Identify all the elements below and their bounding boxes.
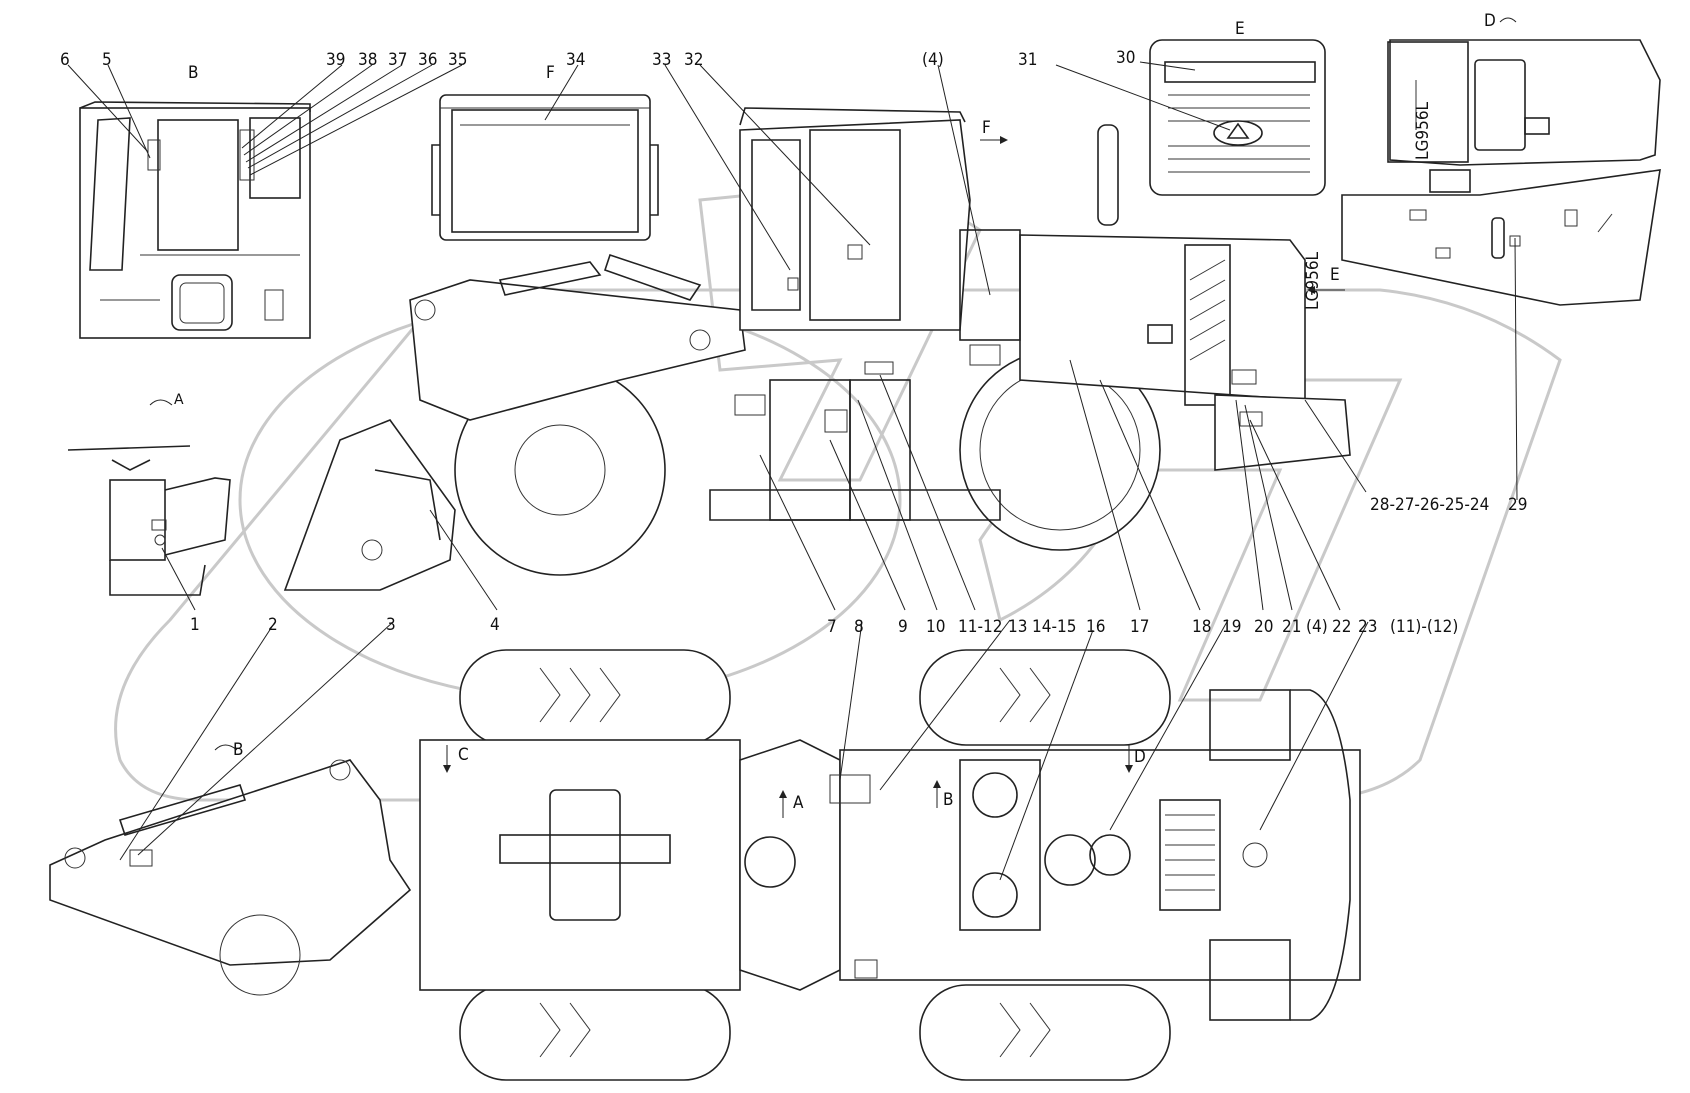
view-label-a: A bbox=[174, 392, 184, 408]
callout-3: 3 bbox=[386, 615, 396, 635]
callout-10: 10 bbox=[926, 617, 945, 637]
callout-4-top: (4) bbox=[922, 50, 944, 70]
callout-8: 8 bbox=[854, 617, 864, 637]
callout-4: 4 bbox=[490, 615, 500, 635]
callout-34: 34 bbox=[566, 50, 585, 70]
arrow-label-b: B bbox=[943, 790, 954, 810]
view-label-b: B bbox=[188, 63, 199, 83]
callout-14-15: 14-15 bbox=[1032, 617, 1076, 637]
callout-11-12: 11-12 bbox=[958, 617, 1002, 637]
callout-31: 31 bbox=[1018, 50, 1037, 70]
view-arrows bbox=[149, 17, 1517, 818]
callout-28-24: 28-27-26-25-24 bbox=[1370, 495, 1489, 515]
loader-top-view bbox=[419, 649, 1361, 1081]
callout-17: 17 bbox=[1130, 617, 1149, 637]
arrow-label-d: D bbox=[1134, 747, 1146, 767]
callout-20: 20 bbox=[1254, 617, 1273, 637]
arrow-label-e: E bbox=[1330, 265, 1340, 285]
callout-30: 30 bbox=[1116, 48, 1135, 68]
arrow-label-a: A bbox=[793, 793, 804, 813]
callout-18: 18 bbox=[1192, 617, 1211, 637]
callout-5: 5 bbox=[102, 50, 112, 70]
callout-4-b: (4) bbox=[1306, 617, 1328, 637]
view-label-d: D bbox=[1484, 11, 1496, 31]
view-b-cab bbox=[79, 101, 311, 339]
callout-23: 23 bbox=[1358, 617, 1377, 637]
callout-39: 39 bbox=[326, 50, 345, 70]
view-d-rear-side bbox=[1341, 39, 1661, 306]
leader-lines bbox=[67, 61, 1518, 881]
view-e-rear-grille bbox=[1149, 39, 1326, 196]
callout-2: 2 bbox=[268, 615, 278, 635]
callout-38: 38 bbox=[358, 50, 377, 70]
labels: B F E D A B F E A B C D LG956L LG956L 6 … bbox=[60, 11, 1527, 813]
model-text-rear: LG956L bbox=[1413, 101, 1433, 160]
callout-16: 16 bbox=[1086, 617, 1105, 637]
callout-6: 6 bbox=[60, 50, 70, 70]
callout-29: 29 bbox=[1508, 495, 1527, 515]
callout-32: 32 bbox=[684, 50, 703, 70]
callout-1: 1 bbox=[190, 615, 200, 635]
view-a-steering bbox=[67, 445, 231, 596]
callout-9: 9 bbox=[898, 617, 908, 637]
callout-37: 37 bbox=[388, 50, 407, 70]
callout-22: 22 bbox=[1332, 617, 1351, 637]
callout-33: 33 bbox=[652, 50, 671, 70]
model-text-side: LG956L bbox=[1303, 251, 1323, 310]
callout-11-12-b: (11)-(12) bbox=[1390, 617, 1458, 637]
arrow-label-c: C bbox=[458, 745, 469, 765]
loader-side-view bbox=[283, 107, 1351, 591]
view-label-f: F bbox=[546, 63, 555, 83]
arrow-label-f: F bbox=[982, 118, 991, 138]
callout-7: 7 bbox=[827, 617, 837, 637]
callout-13: 13 bbox=[1008, 617, 1027, 637]
callout-19: 19 bbox=[1222, 617, 1241, 637]
view-f-roof bbox=[431, 94, 659, 241]
boom-detail-view bbox=[49, 759, 412, 996]
callout-35: 35 bbox=[448, 50, 467, 70]
callout-21: 21 bbox=[1282, 617, 1301, 637]
callout-36: 36 bbox=[418, 50, 437, 70]
view-label-b-detail: B bbox=[233, 740, 244, 760]
view-label-e: E bbox=[1235, 19, 1245, 39]
